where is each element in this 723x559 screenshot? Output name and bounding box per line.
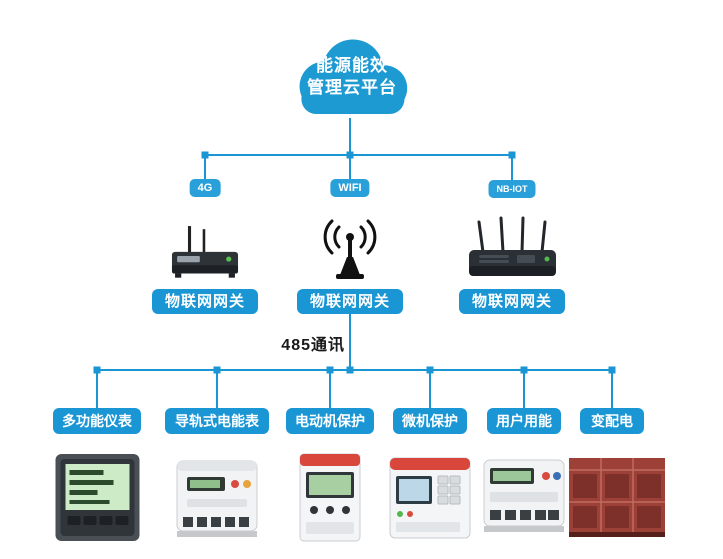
distribution-cabinet-icon (569, 458, 665, 537)
router-nbiot-image (465, 214, 560, 286)
router-4g-image (167, 224, 243, 288)
cloud-platform: 能源能效 管理云平台 (277, 33, 427, 125)
device-label-power-distribution: 变配电 (580, 408, 644, 434)
wifi-antenna-icon (323, 219, 377, 279)
microcomputer-protection-image (386, 452, 474, 544)
din-rail-meter-icon (176, 460, 258, 537)
multifunction-meter-icon (55, 454, 140, 541)
cloud-platform-title: 能源能效 管理云平台 (277, 55, 427, 99)
microcomputer-protection-icon (389, 457, 471, 539)
badge-nbiot: NB-IOT (488, 180, 536, 198)
badge-4g: 4G (189, 179, 221, 197)
badge-wifi: WIFI (330, 179, 370, 197)
router-4g-icon (171, 226, 239, 278)
distribution-cabinet-image (565, 450, 669, 545)
device-label-motor-protector: 电动机保护 (286, 408, 374, 434)
motor-protector-icon (299, 453, 361, 542)
cloud-icon (299, 39, 408, 114)
multifunction-meter-image (50, 450, 145, 545)
user-energy-meter-icon (483, 459, 565, 532)
gateway-label-4g: 物联网网关 (152, 289, 258, 314)
user-energy-meter-image (478, 456, 570, 538)
motor-protector-image (292, 450, 368, 545)
router-nbiot-icon (469, 216, 556, 276)
wifi-antenna-image (322, 216, 378, 282)
device-label-microcomputer-protection: 微机保护 (393, 408, 467, 434)
gateway-label-wifi: 物联网网关 (297, 289, 403, 314)
device-label-user-energy: 用户用能 (487, 408, 561, 434)
rs485-bus-label: 485通讯 (281, 337, 345, 354)
din-rail-meter-image (171, 455, 263, 541)
cloud-title-line1: 能源能效 (316, 56, 388, 75)
device-label-din-rail-meter: 导轨式电能表 (165, 408, 269, 434)
gateway-label-nbiot: 物联网网关 (459, 289, 565, 314)
cloud-title-line2: 管理云平台 (307, 78, 397, 97)
device-label-multifunction-meter: 多功能仪表 (53, 408, 141, 434)
